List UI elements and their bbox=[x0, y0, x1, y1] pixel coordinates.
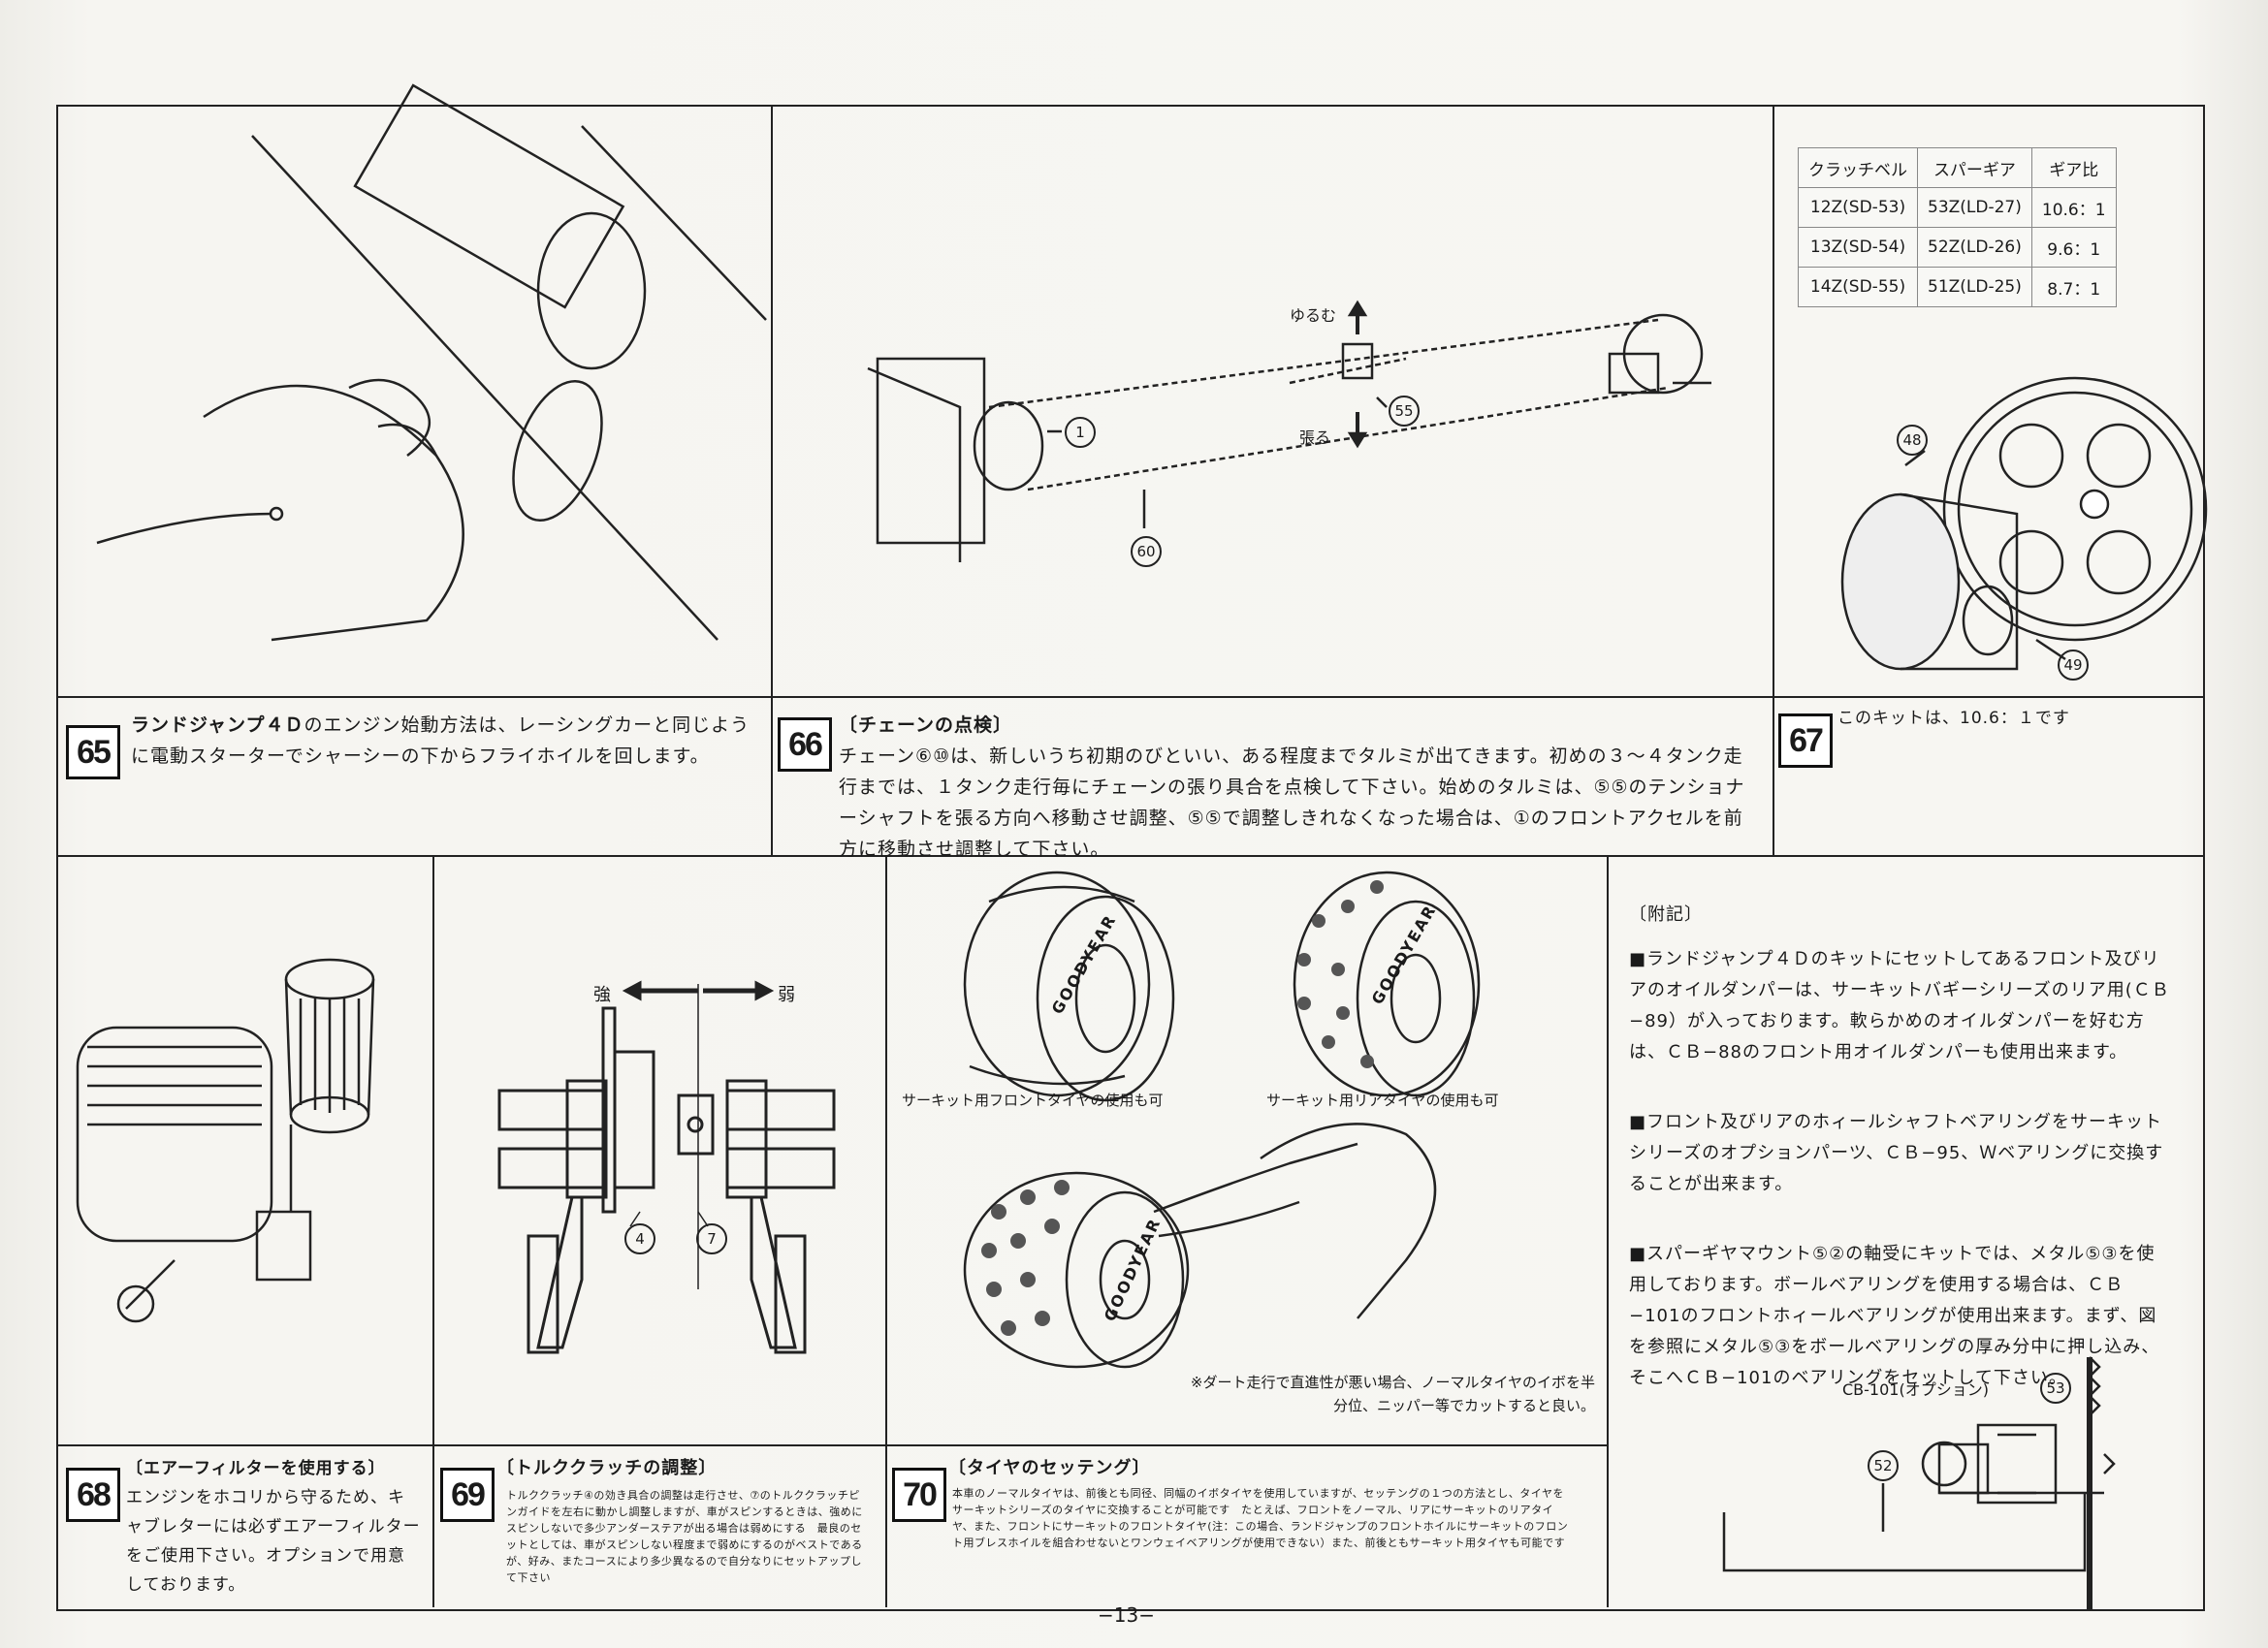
divider-65-66 bbox=[771, 105, 773, 855]
step-67-text: このキットは、10.6：１です bbox=[1837, 709, 2070, 728]
gear-table-header-cell: クラッチベル bbox=[1798, 147, 1918, 188]
step-number-66: 66 bbox=[778, 717, 832, 772]
gear-table-cell: 52Z(LD-26) bbox=[1917, 227, 2032, 268]
part-49-label: 49 bbox=[2058, 650, 2089, 681]
step-66-body: チェーン⑥⑩は、新しいうち初期のびといい、ある程度までタルミが出てきます。初めの… bbox=[839, 745, 1745, 860]
gear-table-header: クラッチベル スパーギア ギア比 bbox=[1798, 147, 2117, 188]
gear-ratio-table: クラッチベル スパーギア ギア比 12Z(SD-53) 53Z(LD-27) 1… bbox=[1798, 147, 2117, 307]
gear-table-cell: 10.6：1 bbox=[2030, 187, 2117, 228]
bearing-illustration bbox=[1722, 1356, 2116, 1609]
caption-dirt-note: ※ダート走行で直進性が悪い場合、ノーマルタイヤのイボを半分位、ニッパー等でカット… bbox=[1190, 1374, 1595, 1414]
gear-table-cell: 51Z(LD-25) bbox=[1917, 267, 2032, 307]
gear-table-cell: 13Z(SD-54) bbox=[1798, 227, 1918, 268]
step-68-text: 〔エアーフィルターを使用する〕 エンジンをホコリから守るため、キャブレターには必… bbox=[126, 1454, 422, 1600]
chain-illustration bbox=[867, 300, 1711, 562]
air-filter-illustration bbox=[76, 958, 375, 1323]
engine-start-illustration bbox=[96, 83, 767, 642]
step-70-body: 本車のノーマルタイヤは、前後とも同径、同幅のイボタイヤを使用していますが、セッテ… bbox=[952, 1487, 1569, 1549]
divider-bottom-text bbox=[56, 1444, 1608, 1446]
part-52-label: 52 bbox=[1868, 1450, 1899, 1481]
step-69-title: 〔トルククラッチの調整〕 bbox=[496, 1458, 718, 1478]
divider-68-69 bbox=[432, 855, 434, 1607]
appendix-item: ■スパーギヤマウント⑤②の軸受にキットでは、メタル⑤③を使用しております。ボール… bbox=[1629, 1244, 2160, 1388]
gear-table-row: 13Z(SD-54) 52Z(LD-26) 9.6：1 bbox=[1798, 227, 2117, 268]
gear-table-row: 14Z(SD-55) 51Z(LD-25) 8.7：1 bbox=[1798, 267, 2117, 307]
step-69-body: トルククラッチ④の効き具合の調整は走行させ、⑦のトルククラッチピンガイドを左右に… bbox=[506, 1489, 863, 1584]
step-68-body: エンジンをホコリから守るため、キャブレターには必ずエアーフィルターをご使用下さい… bbox=[126, 1488, 421, 1595]
page-number: −13− bbox=[1098, 1603, 1155, 1627]
gear-table-header-cell: ギア比 bbox=[2030, 147, 2117, 188]
gear-table-header-cell: スパーギア bbox=[1917, 147, 2032, 188]
gear-table-cell: 8.7：1 bbox=[2030, 267, 2117, 307]
page-frame bbox=[56, 105, 2205, 1611]
step-70-title: 〔タイヤのセッテング〕 bbox=[948, 1458, 1151, 1478]
step-number-70: 70 bbox=[892, 1468, 946, 1522]
cb101-option-label: CB-101(オプション) bbox=[1842, 1380, 1989, 1399]
appendix-item: ■ランドジャンプ４Ｄのキットにセットしてあるフロント及びリアのオイルダンパーは、… bbox=[1629, 949, 2170, 1062]
gear-table-cell: 53Z(LD-27) bbox=[1917, 187, 2032, 228]
caption-rear-tire: サーキット用リアタイヤの使用も可 bbox=[1266, 1092, 1499, 1109]
step-66-title: 〔チェーンの点検〕 bbox=[839, 714, 1013, 736]
step-number-65: 65 bbox=[66, 725, 120, 779]
label-strong: 強 bbox=[593, 985, 611, 1005]
gear-table-cell: 12Z(SD-53) bbox=[1798, 187, 1918, 228]
step-number-67: 67 bbox=[1778, 713, 1833, 768]
appendix-title: 〔附記〕 bbox=[1629, 904, 1703, 925]
step-65-body: のエンジン始動方法は、レーシングカーと同じように電動スターターでシャーシーの下か… bbox=[131, 714, 751, 767]
tire-illustration bbox=[963, 871, 1481, 1369]
divider-70-appendix bbox=[1607, 855, 1609, 1607]
part-60-label: 60 bbox=[1131, 536, 1162, 567]
label-tighten: 張る bbox=[1299, 428, 1331, 447]
gear-table-cell: 14Z(SD-55) bbox=[1798, 267, 1918, 307]
divider-horizontal bbox=[56, 855, 2203, 857]
step-66-text: 〔チェーンの点検〕 チェーン⑥⑩は、新しいうち初期のびといい、ある程度までタルミ… bbox=[839, 710, 1755, 865]
divider-66-67 bbox=[1773, 105, 1774, 855]
gear-table-cell: 9.6：1 bbox=[2030, 227, 2117, 268]
label-weak: 弱 bbox=[778, 985, 795, 1005]
part-53-label: 53 bbox=[2040, 1373, 2071, 1404]
caption-front-tire: サーキット用フロントタイヤの使用も可 bbox=[902, 1092, 1164, 1109]
step-65-text: ランドジャンプ４Ｄのエンジン始動方法は、レーシングカーと同じように電動スターター… bbox=[131, 710, 751, 772]
part-1-label: 1 bbox=[1065, 417, 1096, 448]
appendix: 〔附記〕 ■ランドジャンプ４Ｄのキットにセットしてあるフロント及びリアのオイルダ… bbox=[1629, 900, 2172, 1433]
torque-clutch-illustration bbox=[497, 980, 836, 1354]
part-4-label: 4 bbox=[624, 1223, 655, 1254]
step-68-title: 〔エアーフィルターを使用する〕 bbox=[126, 1459, 386, 1478]
gear-illustration bbox=[1840, 376, 2208, 671]
part-55-label: 55 bbox=[1389, 396, 1420, 427]
divider-69-70 bbox=[885, 855, 887, 1607]
step-number-69: 69 bbox=[440, 1468, 495, 1522]
appendix-item: ■フロント及びリアのホィールシャフトベアリングをサーキットシリーズのオプションパ… bbox=[1629, 1112, 2164, 1194]
label-loosen: ゆるむ bbox=[1290, 306, 1337, 325]
part-7-label: 7 bbox=[696, 1223, 727, 1254]
step-65-bold: ランドジャンプ４Ｄ bbox=[131, 714, 304, 736]
step-number-68: 68 bbox=[66, 1468, 120, 1522]
part-48-label: 48 bbox=[1897, 425, 1928, 456]
divider-top-text bbox=[56, 696, 2203, 698]
gear-table-row: 12Z(SD-53) 53Z(LD-27) 10.6：1 bbox=[1798, 187, 2117, 228]
